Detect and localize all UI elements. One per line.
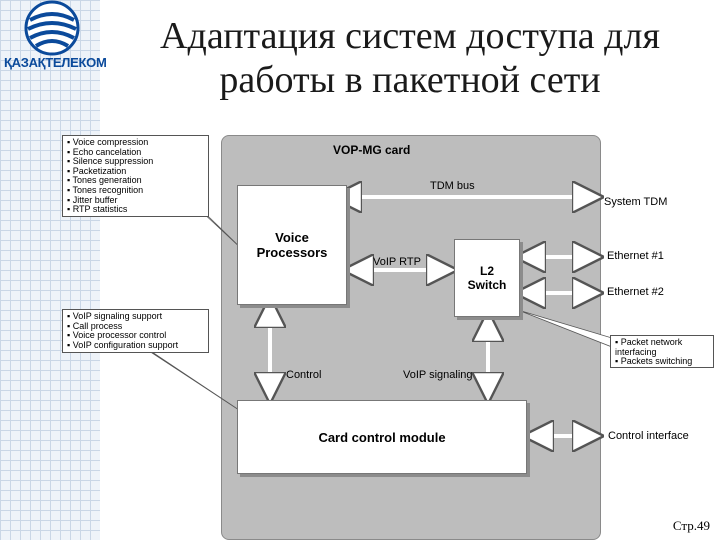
voice-processors-box: Voice Processors [237,185,347,305]
callout-item: ▪ Packetization [67,165,127,176]
logo-text: ҚАЗАҚТЕЛЕКОМ [4,55,107,70]
callout-item: ▪ VoIP signaling support [67,311,163,321]
tdm-bus-label: TDM bus [430,180,475,192]
control-label: Control [286,369,322,381]
title-line-1: Адаптация систем доступа для [160,15,660,57]
voip-signaling-label: VoIP signaling [403,369,473,381]
l2-switch-box: L2 Switch [454,239,520,317]
callout-item: ▪ Tones recognition [67,184,144,195]
l2-switch-callout: ▪ Packet network interfacing ▪ Packets s… [610,335,714,368]
card-title: VOP-MG card [333,143,411,157]
voip-rtp-label: VoIP RTP [373,256,421,268]
callout-item: ▪ Tones generation [67,175,142,186]
callout-item: ▪ Silence suppression [67,156,154,167]
page-title: Адаптация систем доступа для работы в па… [110,14,710,102]
ethernet-2-label: Ethernet #2 [607,286,664,298]
ethernet-1-label: Ethernet #1 [607,250,664,262]
callout-item: ▪ Voice compression [67,137,149,147]
card-control-callout: ▪ VoIP signaling support ▪ Call process … [62,309,209,353]
voice-processors-callout: ▪ Voice compression ▪ Echo cancelation ▪… [62,135,209,217]
callout-item: ▪ Jitter buffer [67,194,118,205]
card-control-label: Card control module [318,429,446,445]
voice-processors-label: Voice Processors [256,230,328,260]
system-tdm-label: System TDM [604,196,668,208]
page-number: Стр.49 [672,518,710,533]
callout-item: ▪ Call process [67,320,123,331]
callout-item: ▪ Voice processor control [67,330,167,341]
title-line-2: работы в пакетной сети [219,59,601,101]
grid-background [0,0,100,540]
callout-item: ▪ VoIP configuration support [67,339,179,350]
callout-item: ▪ Echo cancelation [67,146,142,157]
callout-item: ▪ RTP statistics [67,204,128,215]
control-interface-label: Control interface [608,430,689,442]
card-control-module-box: Card control module [237,400,527,474]
callout-item: ▪ Packet network interfacing [615,337,683,357]
l2-switch-label: L2 Switch [467,264,507,292]
kazakhtelecom-logo: ҚАЗАҚТЕЛЕКОМ [0,0,120,80]
callout-item: ▪ Packets switching [615,356,693,367]
